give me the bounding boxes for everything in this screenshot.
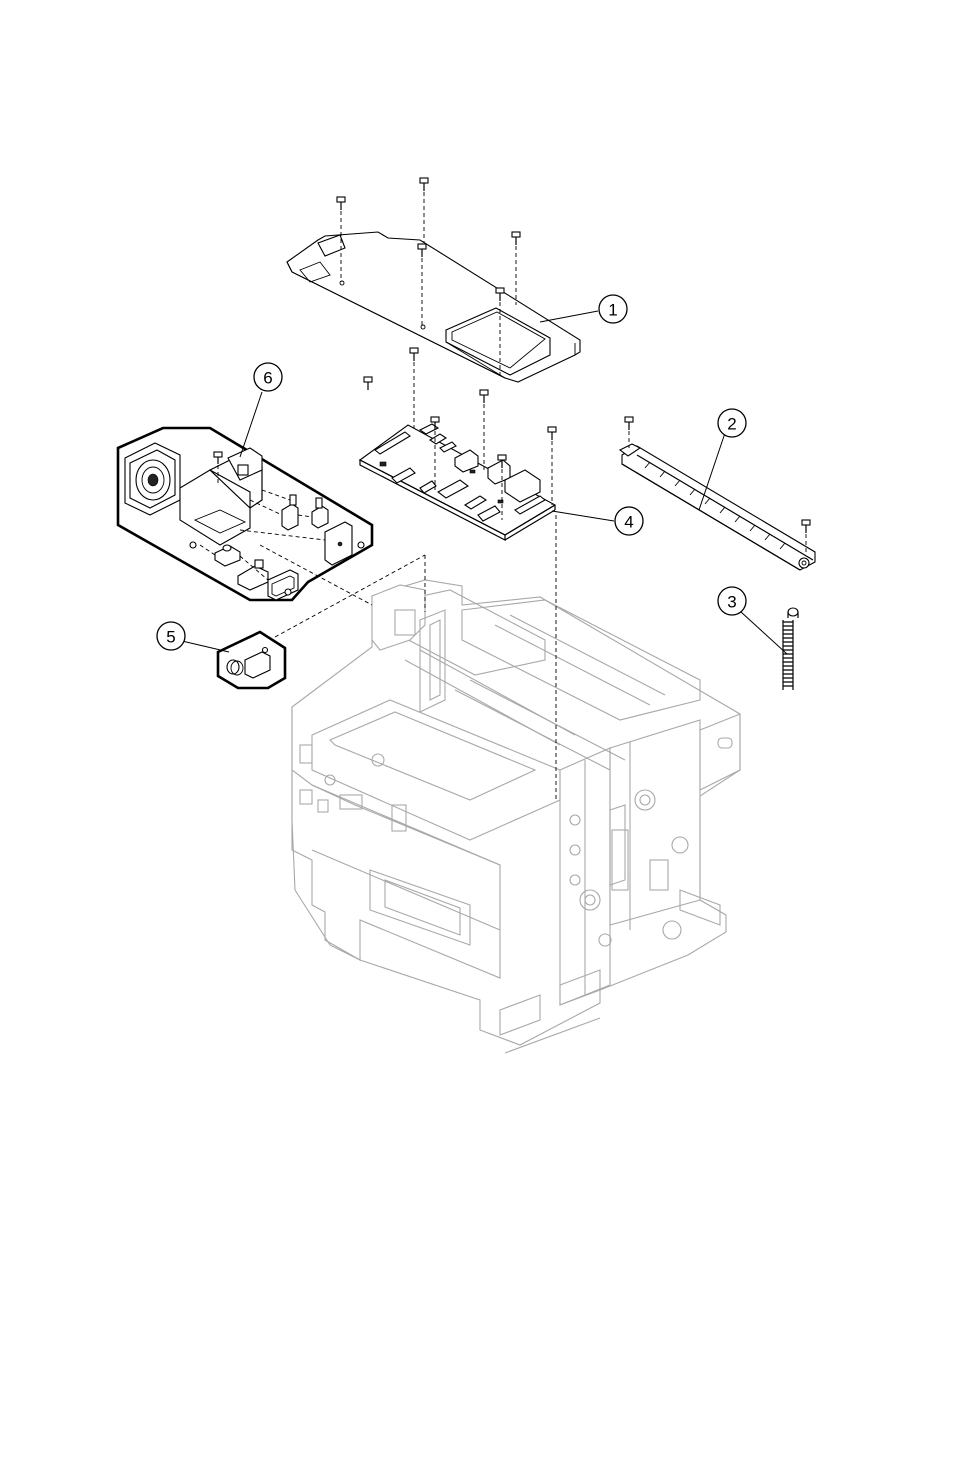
fan-icon [125, 443, 180, 515]
callout-label-1: 1 [608, 301, 617, 320]
printer-frame [292, 580, 740, 1053]
callout-label-4: 4 [624, 513, 633, 532]
fan-assembly-group [118, 428, 372, 600]
screw-icon [480, 390, 488, 403]
sensor-assembly-group [218, 632, 285, 688]
callout-label-6: 6 [263, 369, 272, 388]
bracket-part [245, 652, 270, 678]
screw-icon [548, 427, 556, 440]
sensor-part [282, 495, 298, 530]
screw-icon [625, 417, 633, 430]
screw-icon [214, 452, 222, 464]
spring-part [783, 608, 798, 690]
callout-3: 3 [718, 587, 746, 615]
screw-icon [285, 589, 291, 595]
callout-5: 5 [157, 622, 185, 650]
sensor-part [227, 660, 243, 675]
callout-1: 1 [599, 295, 627, 323]
screw-icon [420, 178, 428, 191]
spring-coils [783, 620, 793, 690]
screw-icon [512, 232, 520, 245]
callout-label-3: 3 [727, 593, 736, 612]
lever-part [238, 560, 268, 590]
callout-6: 6 [254, 363, 282, 391]
rail-bar-part [620, 444, 815, 570]
fan-duct-part [180, 448, 262, 545]
callout-4: 4 [615, 507, 643, 535]
screw-icon [358, 542, 364, 548]
screw-icon [802, 520, 810, 533]
screw-icon [190, 542, 196, 548]
lever-part [215, 545, 240, 566]
rail-screws [625, 417, 810, 552]
screw-icon [364, 377, 372, 390]
callout-2: 2 [718, 409, 746, 437]
controller-board-part [360, 424, 555, 540]
screw-icon [263, 648, 268, 653]
top-cover-part [287, 232, 580, 382]
frame-part [268, 570, 298, 600]
callout-label-5: 5 [166, 628, 175, 647]
screw-icon [337, 197, 345, 210]
callout-label-2: 2 [727, 415, 736, 434]
screw-icon [410, 348, 418, 361]
sensor-part [312, 498, 328, 528]
